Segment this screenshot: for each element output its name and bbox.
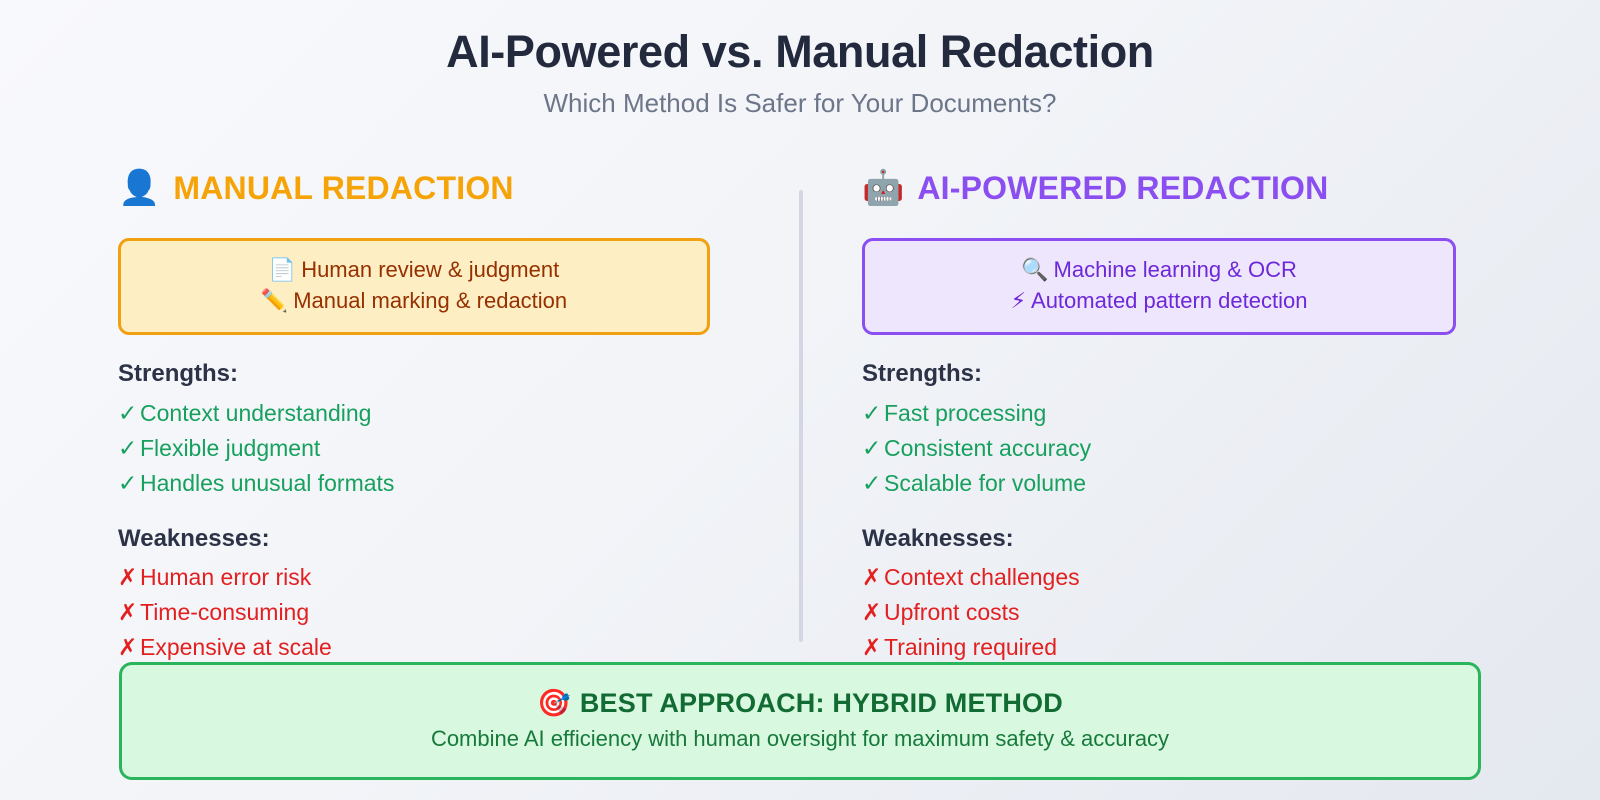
ai-method-line: 🔍Machine learning & OCR xyxy=(883,255,1435,286)
direct-hit-icon: 🎯 xyxy=(537,688,571,720)
pencil-icon: ✏️ xyxy=(260,288,289,314)
manual-redaction-column: 👤 MANUAL REDACTION 📄Human review & judgm… xyxy=(118,160,770,665)
list-item-label: Training required xyxy=(884,634,1058,661)
list-item-label: Consistent accuracy xyxy=(884,434,1092,461)
list-item-label: Context understanding xyxy=(140,399,372,426)
page-title: AI-Powered vs. Manual Redaction xyxy=(446,26,1154,77)
list-item-label: Fast processing xyxy=(884,399,1047,426)
list-item: ✓Consistent accuracy xyxy=(862,431,1514,466)
list-item: ✗Training required xyxy=(862,630,1514,665)
list-item-label: Upfront costs xyxy=(884,599,1020,626)
page-facing-up-icon: 📄 xyxy=(268,258,297,283)
ai-strengths-list: ✓Fast processing ✓Consistent accuracy ✓S… xyxy=(862,396,1514,501)
manual-column-header: 👤 MANUAL REDACTION xyxy=(118,160,770,216)
manual-method-line-text: Human review & judgment xyxy=(301,257,560,282)
list-item: ✗Expensive at scale xyxy=(118,630,770,665)
list-item-label: Handles unusual formats xyxy=(140,469,395,496)
magnifying-glass-icon: 🔍 xyxy=(1021,258,1049,283)
list-item: ✗Time-consuming xyxy=(118,595,770,630)
list-item-label: Expensive at scale xyxy=(140,634,332,661)
list-item-label: Scalable for volume xyxy=(884,469,1086,496)
best-approach-banner: 🎯 BEST APPROACH: HYBRID METHOD Combine AI… xyxy=(119,662,1481,780)
cross-icon: ✗ xyxy=(118,599,138,626)
ai-redaction-column: 🤖 AI-POWERED REDACTION 🔍Machine learning… xyxy=(862,160,1514,665)
manual-weaknesses-label: Weaknesses: xyxy=(118,524,270,552)
manual-method-line: ✏️Manual marking & redaction xyxy=(139,286,689,317)
cross-icon: ✗ xyxy=(118,634,138,661)
cross-icon: ✗ xyxy=(862,564,882,591)
list-item: ✓Fast processing xyxy=(862,396,1514,431)
list-item: ✓Flexible judgment xyxy=(118,431,770,466)
manual-strengths-list: ✓Context understanding ✓Flexible judgmen… xyxy=(118,396,770,501)
ai-method-card: 🔍Machine learning & OCR ⚡Automated patte… xyxy=(862,238,1456,336)
ai-method-line: ⚡Automated pattern detection xyxy=(883,286,1435,317)
ai-column-title: AI-POWERED REDACTION xyxy=(917,170,1329,206)
list-item: ✓Handles unusual formats xyxy=(118,466,770,501)
ai-weaknesses-label: Weaknesses: xyxy=(862,524,1014,552)
cross-icon: ✗ xyxy=(862,634,882,661)
manual-strengths-label: Strengths: xyxy=(118,360,238,388)
check-icon: ✓ xyxy=(118,399,138,426)
manual-column-title: MANUAL REDACTION xyxy=(173,170,514,206)
check-icon: ✓ xyxy=(118,469,138,496)
manual-method-line: 📄Human review & judgment xyxy=(139,255,689,286)
list-item: ✓Scalable for volume xyxy=(862,466,1514,501)
high-voltage-icon: ⚡ xyxy=(1010,288,1027,314)
list-item: ✗Upfront costs xyxy=(862,595,1514,630)
column-divider xyxy=(799,190,803,642)
manual-weaknesses-list: ✗Human error risk ✗Time-consuming ✗Expen… xyxy=(118,560,770,665)
check-icon: ✓ xyxy=(862,399,882,426)
manual-method-card: 📄Human review & judgment ✏️Manual markin… xyxy=(118,238,710,336)
check-icon: ✓ xyxy=(118,434,138,461)
ai-strengths-label: Strengths: xyxy=(862,360,982,388)
best-approach-subtitle: Combine AI efficiency with human oversig… xyxy=(430,726,1170,752)
cross-icon: ✗ xyxy=(862,599,882,626)
check-icon: ✓ xyxy=(862,434,882,461)
ai-column-header: 🤖 AI-POWERED REDACTION xyxy=(862,160,1514,216)
list-item: ✓Context understanding xyxy=(118,396,770,431)
list-item: ✗Human error risk xyxy=(118,560,770,595)
list-item-label: Flexible judgment xyxy=(140,434,321,461)
bust-in-silhouette-icon: 👤 xyxy=(118,168,161,208)
ai-weaknesses-list: ✗Context challenges ✗Upfront costs ✗Trai… xyxy=(862,560,1514,665)
ai-method-line-text: Automated pattern detection xyxy=(1031,287,1308,313)
page-subtitle: Which Method Is Safer for Your Documents… xyxy=(543,87,1057,118)
check-icon: ✓ xyxy=(862,469,882,496)
cross-icon: ✗ xyxy=(118,564,138,591)
ai-method-line-text: Machine learning & OCR xyxy=(1053,257,1297,282)
list-item-label: Time-consuming xyxy=(140,599,310,626)
manual-method-line-text: Manual marking & redaction xyxy=(293,287,568,313)
header: AI-Powered vs. Manual Redaction Which Me… xyxy=(0,26,1600,119)
best-approach-title-text: BEST APPROACH: HYBRID METHOD xyxy=(579,688,1063,719)
list-item-label: Human error risk xyxy=(140,564,312,591)
best-approach-title: 🎯 BEST APPROACH: HYBRID METHOD xyxy=(537,689,1063,719)
list-item: ✗Context challenges xyxy=(862,560,1514,595)
robot-icon: 🤖 xyxy=(862,168,905,208)
list-item-label: Context challenges xyxy=(884,564,1080,591)
